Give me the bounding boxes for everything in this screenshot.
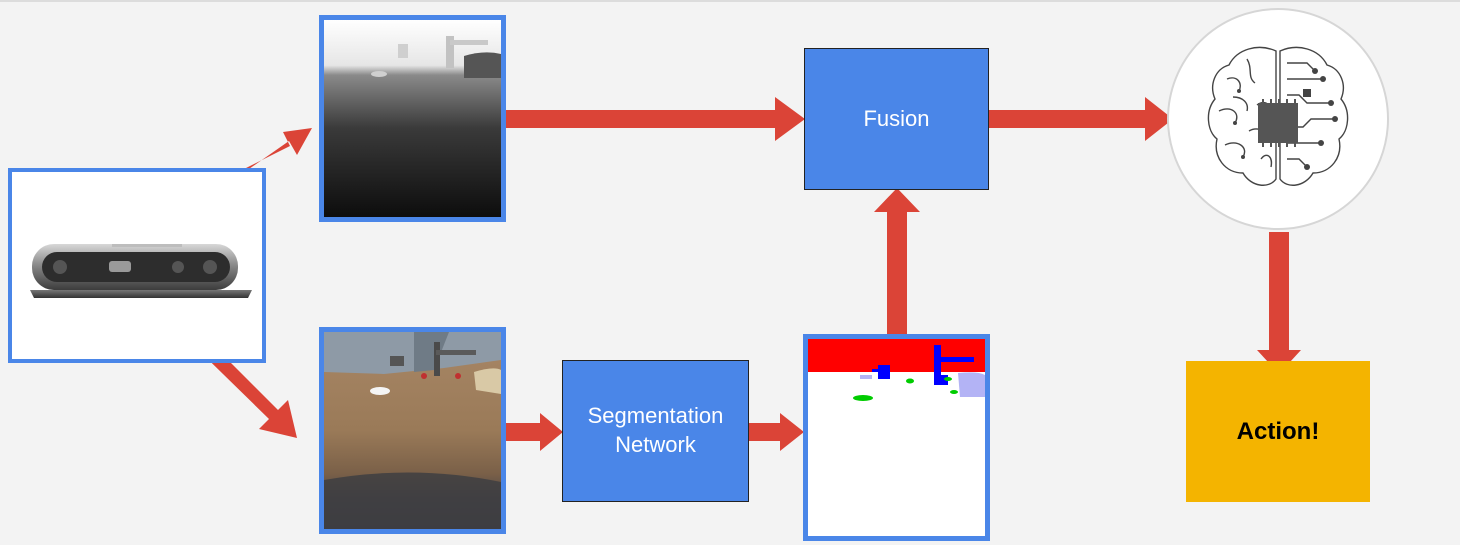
camera-image-panel (8, 168, 266, 363)
arrow-brain-to-action (1257, 232, 1301, 374)
arrow-segmentation-to-mask (748, 413, 804, 451)
arrow-fusion-to-brain (988, 97, 1173, 141)
arrow-mask-to-fusion (874, 188, 920, 334)
fusion-box: Fusion (804, 48, 989, 190)
rgb-image-panel (319, 327, 506, 534)
depth-image (324, 20, 501, 217)
depth-camera-icon (12, 172, 262, 359)
brain-circle (1167, 8, 1389, 230)
segmentation-label: Segmentation Network (587, 403, 724, 457)
depth-image-panel (319, 15, 506, 222)
top-divider (0, 0, 1460, 2)
arrow-depth-to-fusion (506, 97, 805, 141)
rgb-image (324, 332, 501, 529)
action-label: Action! (1236, 417, 1320, 445)
fusion-label: Fusion (863, 105, 930, 131)
action-box: Action! (1186, 361, 1370, 502)
circuit-brain-icon (1207, 46, 1349, 186)
arrow-rgb-to-segmentation (506, 413, 563, 451)
segmentation-network-box: Segmentation Network (562, 360, 749, 502)
segmentation-mask (808, 339, 985, 536)
segmentation-mask-panel (803, 334, 990, 541)
